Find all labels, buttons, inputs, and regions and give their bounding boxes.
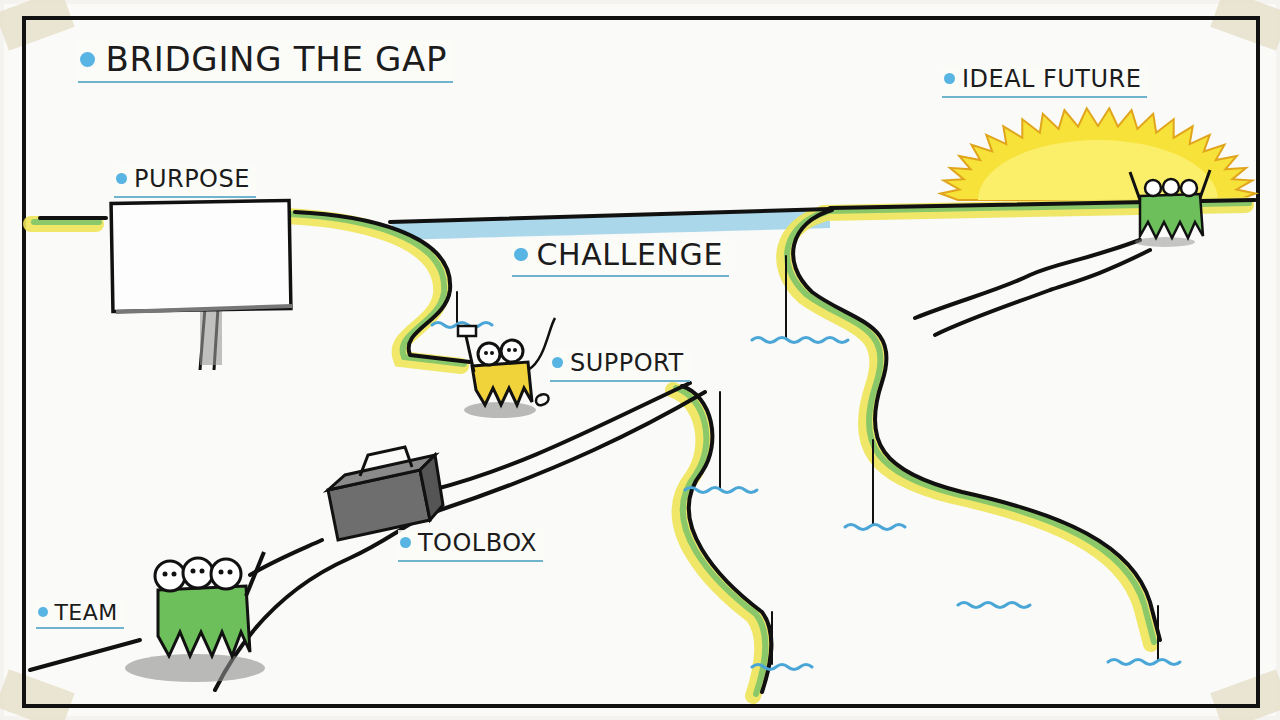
bullet-dot (38, 607, 48, 617)
drops (432, 256, 1180, 670)
section-label: TEAM (54, 600, 117, 625)
section-label-box: CHALLENGE (512, 238, 729, 277)
sun-rays (940, 108, 1255, 200)
water (390, 209, 830, 240)
section-label: PURPOSE (134, 165, 250, 193)
tape (1210, 669, 1280, 720)
section-label: SUPPORT (570, 349, 684, 377)
bullet-dot (80, 52, 95, 67)
bullet-dot (552, 357, 563, 368)
bullet-dot (514, 248, 528, 262)
tape (0, 669, 75, 720)
paper-sheet (4, 4, 1276, 716)
tape (0, 0, 75, 51)
frame (24, 18, 1258, 706)
bullet-dot (116, 173, 127, 184)
toolbox-icon (328, 447, 443, 540)
team-figures (125, 552, 265, 682)
section-label: IDEAL FUTURE (962, 65, 1141, 93)
bullet-dot (944, 73, 955, 84)
cliff-edges (30, 200, 1255, 692)
section-label: TOOLBOX (418, 529, 537, 557)
section-label-box: SUPPORT (550, 350, 690, 382)
bullet-dot (400, 537, 411, 548)
tape (1210, 0, 1280, 51)
section-label-box: PURPOSE (114, 166, 256, 198)
section-label-box: TOOLBOX (398, 530, 543, 562)
section-label-box: TEAM (36, 600, 124, 629)
billboard (111, 200, 292, 370)
section-label-box: IDEAL FUTURE (942, 66, 1147, 98)
diagram-title-box: BRIDGING THE GAP (78, 40, 453, 83)
sun (940, 108, 1255, 200)
support-figures (458, 318, 555, 418)
diagram-title: BRIDGING THE GAP (105, 39, 447, 79)
future-figures (1130, 170, 1210, 247)
sun-disc (978, 140, 1218, 200)
section-label: CHALLENGE (537, 237, 723, 272)
